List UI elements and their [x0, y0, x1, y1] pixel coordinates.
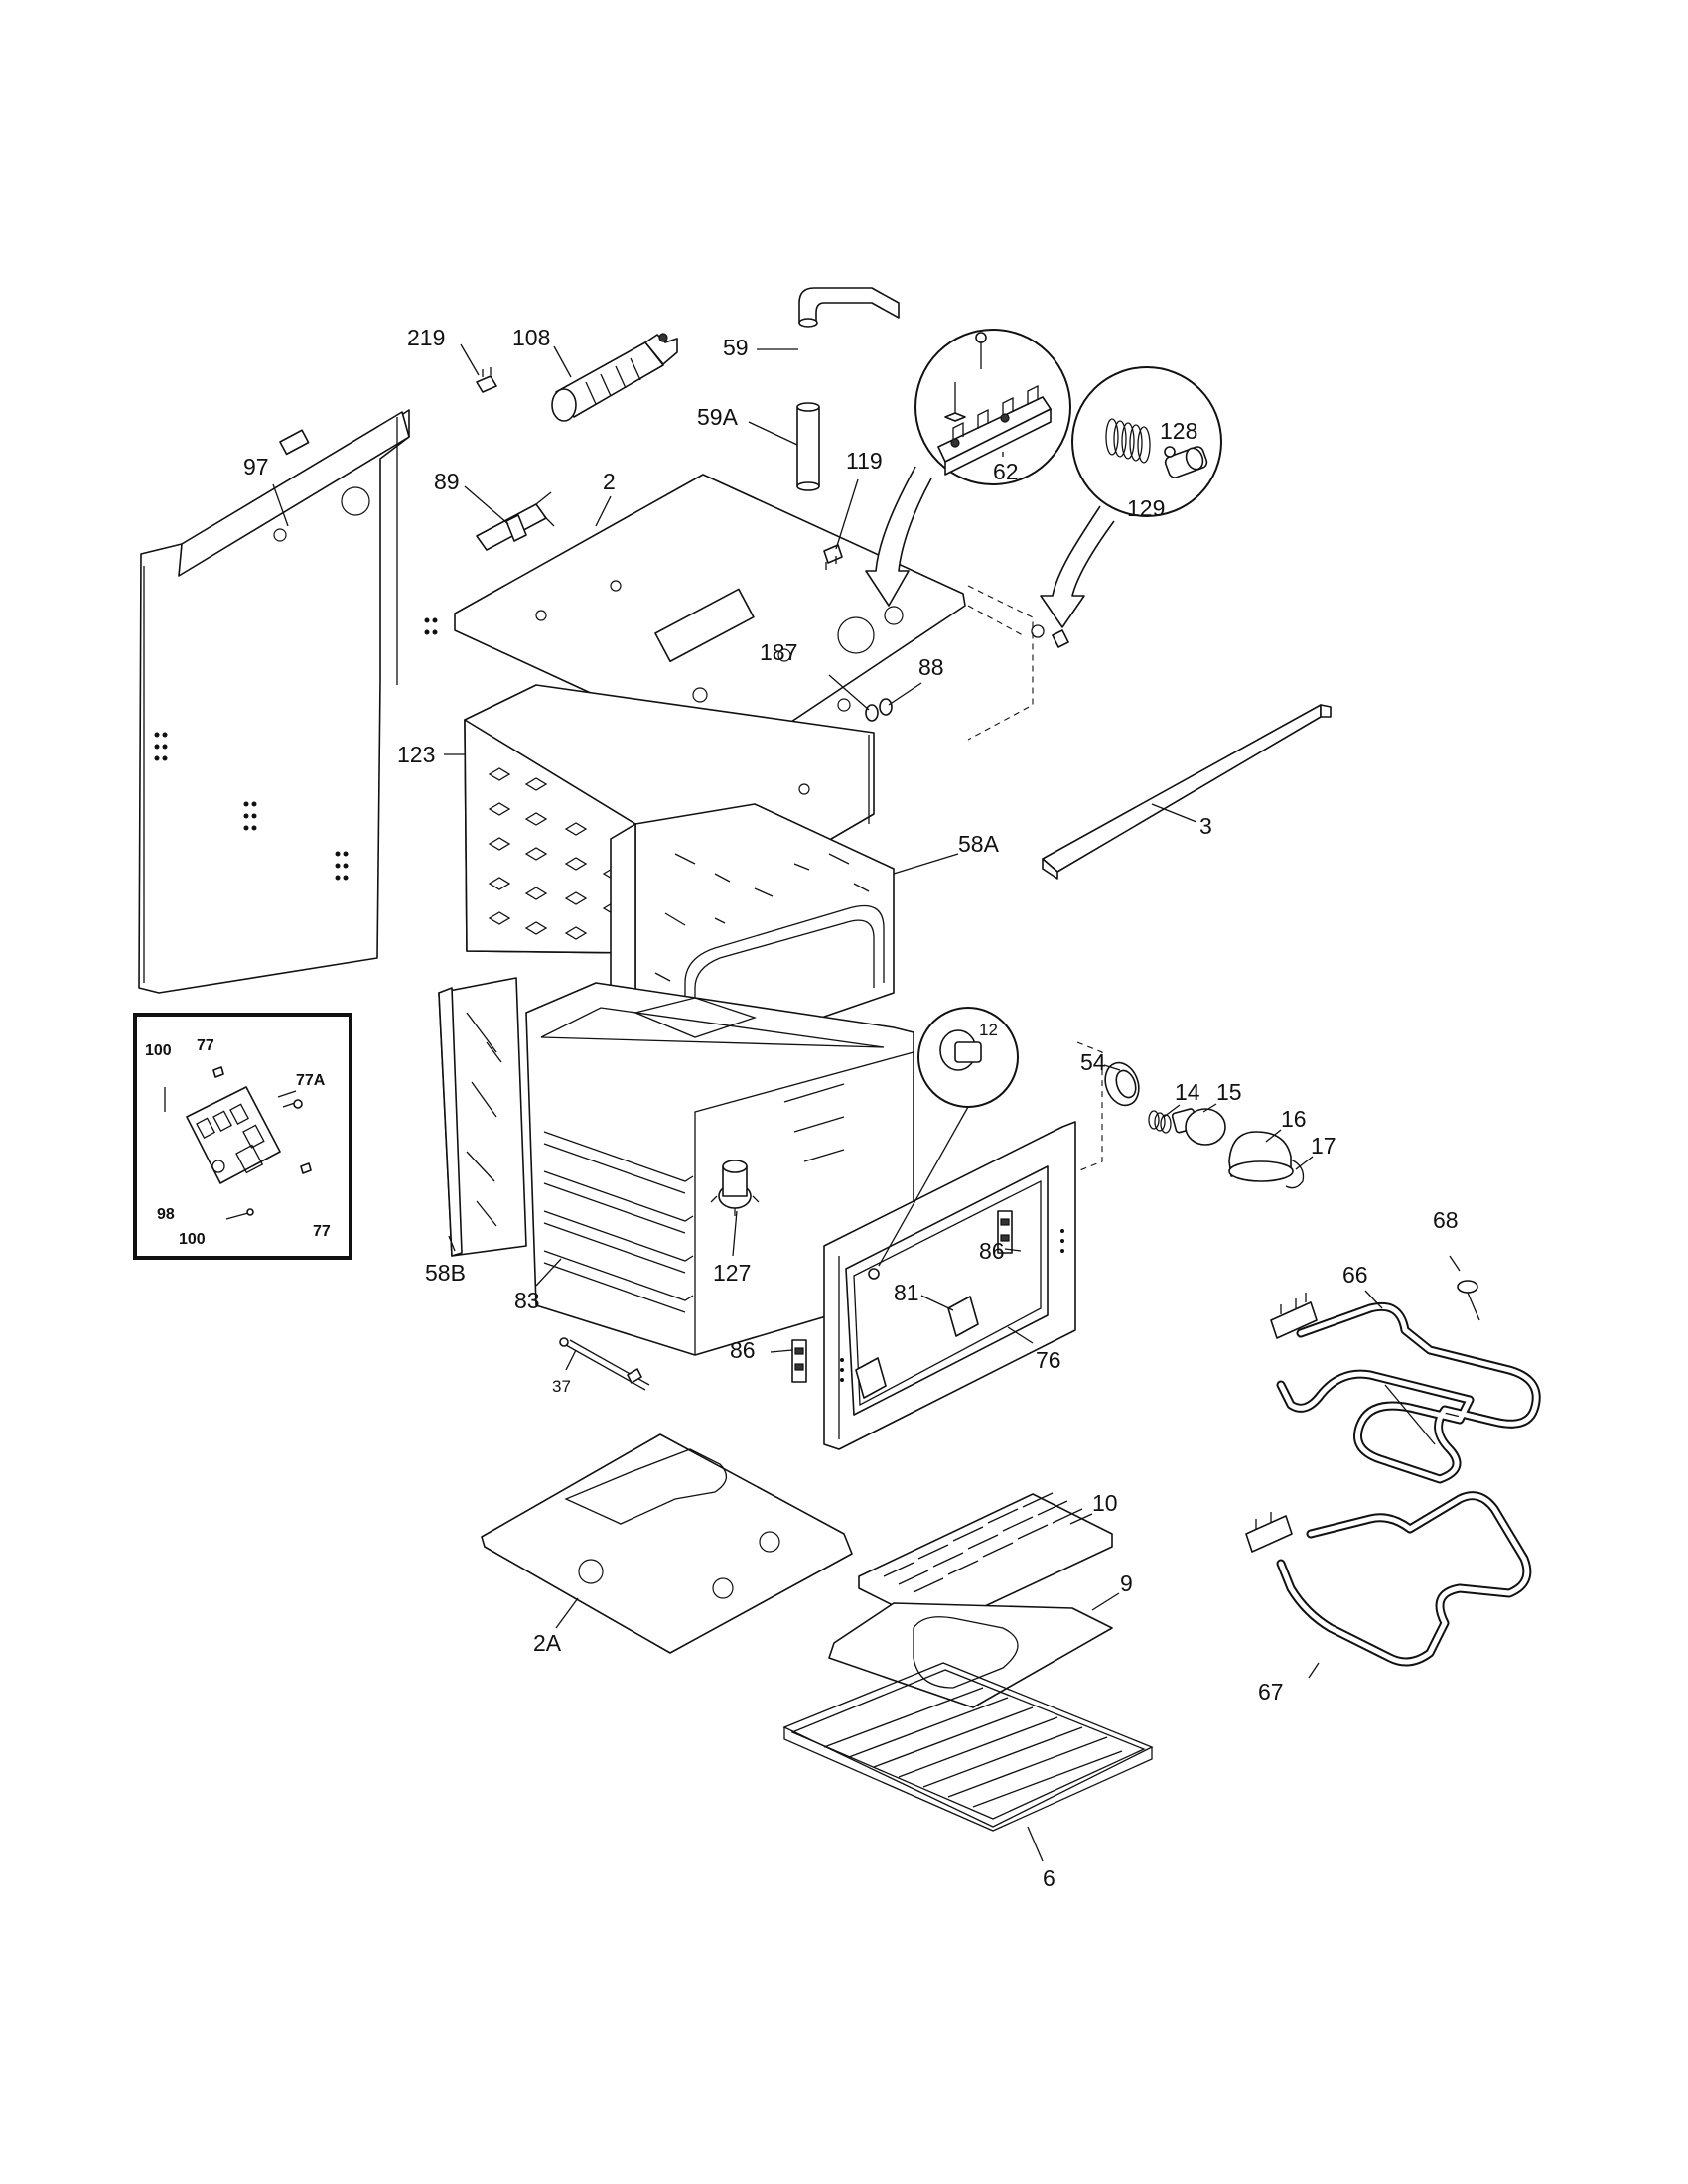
callout-81: 81 [894, 1280, 919, 1305]
callout-89: 89 [434, 469, 460, 494]
callout-14: 14 [1175, 1079, 1200, 1105]
callout-219: 219 [407, 325, 445, 350]
callout-86-lower: 86 [730, 1337, 756, 1363]
callout-129: 129 [1127, 495, 1165, 521]
part-66-bake-element [1270, 1293, 1541, 1484]
guide-lines [967, 585, 1103, 1172]
callout-3: 3 [1199, 813, 1212, 839]
part-58B-insulation [438, 977, 527, 1257]
inset-callout-77-bottom: 77 [313, 1223, 331, 1240]
callout-6: 6 [1043, 1865, 1055, 1891]
callout-108: 108 [512, 325, 550, 350]
callout-59A: 59A [697, 404, 739, 430]
callout-10: 10 [1092, 1490, 1118, 1516]
callout-labels: 219 108 59 59A 97 89 2 119 62 128 129 18… [145, 325, 1459, 1891]
callout-62: 62 [993, 459, 1019, 484]
callout-127: 127 [713, 1260, 751, 1286]
callout-54: 54 [1080, 1049, 1106, 1075]
callout-leaders [272, 343, 1461, 1862]
part-108-blower [551, 333, 678, 422]
callout-97: 97 [243, 454, 269, 479]
callout-59: 59 [723, 335, 749, 360]
callout-17: 17 [1311, 1133, 1336, 1159]
callout-187: 187 [760, 639, 797, 665]
part-97-cabinet-panel [138, 409, 438, 994]
callout-2: 2 [603, 469, 616, 494]
callout-86-upper: 86 [979, 1238, 1005, 1264]
callout-37: 37 [552, 1377, 571, 1396]
part-3-trim-strip [1042, 704, 1332, 880]
part-16-light-lens [1228, 1131, 1294, 1182]
callout-119: 119 [846, 448, 883, 474]
part-68-pin [1457, 1280, 1480, 1321]
inset-control-board [133, 1013, 352, 1260]
part-119-sensor [823, 544, 843, 570]
callout-67: 67 [1258, 1679, 1284, 1705]
part-2A-bottom-panel [481, 1433, 853, 1654]
inset-callout-100-top: 100 [145, 1042, 172, 1059]
callout-68: 68 [1433, 1207, 1459, 1233]
part-128-129-callout [1031, 366, 1222, 648]
callout-16: 16 [1281, 1106, 1307, 1132]
inset-callout-100-bottom: 100 [179, 1231, 206, 1248]
inset-callout-98: 98 [157, 1206, 175, 1223]
part-59-vent-tube [798, 287, 900, 328]
callout-9: 9 [1120, 1570, 1133, 1596]
part-6-oven-rack [782, 1662, 1154, 1832]
part-17-wire-clip [1285, 1159, 1305, 1189]
inset-callout-77-top: 77 [197, 1037, 214, 1054]
callout-88: 88 [918, 654, 944, 680]
callout-76: 76 [1036, 1347, 1061, 1373]
part-15-light-bulb [1171, 1108, 1226, 1146]
callout-12: 12 [979, 1021, 998, 1039]
callout-58A: 58A [958, 831, 1000, 857]
part-12-light-socket-callout [868, 1007, 1019, 1280]
inset-callout-77A: 77A [296, 1072, 326, 1089]
part-81-bumpers [855, 1296, 979, 1399]
part-219-clip [476, 367, 497, 393]
part-127-fan [710, 1160, 760, 1216]
callout-58B: 58B [425, 1260, 466, 1286]
callout-83: 83 [514, 1288, 540, 1313]
part-37-sensor-probe [559, 1337, 650, 1391]
callout-2A: 2A [533, 1630, 562, 1656]
callout-66: 66 [1342, 1262, 1368, 1288]
part-89-latch [476, 491, 555, 551]
part-10-broil-grid [858, 1492, 1113, 1629]
callout-123: 123 [397, 742, 435, 767]
part-86-hinge-receptacle [791, 1210, 1013, 1383]
callout-128: 128 [1160, 418, 1197, 444]
part-54-light-ring [1104, 1061, 1140, 1107]
part-62-terminal-block-callout [865, 329, 1071, 607]
part-67-broil-element [1245, 1491, 1532, 1667]
part-59A-tube [796, 402, 820, 491]
part-187-88-grommets [865, 698, 893, 722]
part-83-oven-cavity [525, 982, 914, 1356]
callout-15: 15 [1216, 1079, 1242, 1105]
